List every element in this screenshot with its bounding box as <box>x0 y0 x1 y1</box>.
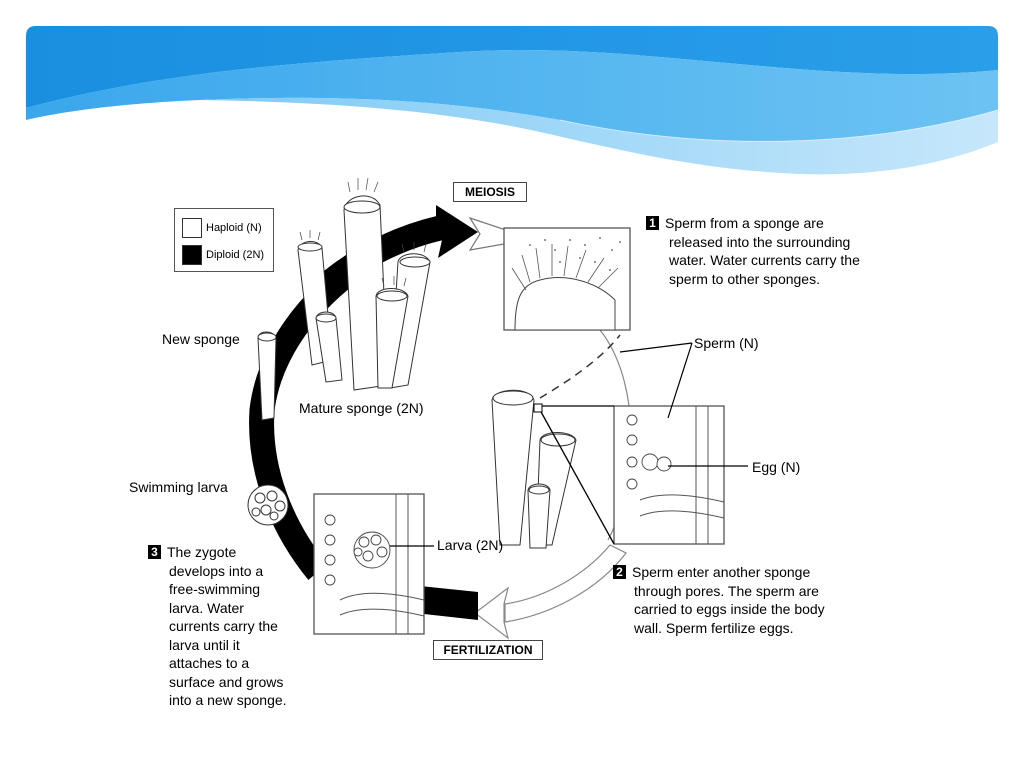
body-wall-inset <box>613 405 725 545</box>
step-3-line: into a new sponge. <box>169 692 287 708</box>
diploid-bottom-band <box>420 586 478 620</box>
diploid-swatch <box>182 245 202 265</box>
step-1-line: water. Water currents carry the <box>669 252 860 268</box>
legend-diploid: Diploid (2N) <box>182 245 264 265</box>
sperm-path-dashed <box>539 334 621 399</box>
step-3-line: The zygote <box>167 544 237 560</box>
swimming-larva-label: Swimming larva <box>129 479 228 495</box>
mature-sponge-label: Mature sponge (2N) <box>299 400 424 416</box>
step-3-line: surface and grows <box>169 673 284 690</box>
banner-mid-wave <box>26 50 998 142</box>
sperm-pointer-lines <box>619 342 693 419</box>
haploid-swatch <box>182 218 202 238</box>
fertilization-white-arrowhead <box>474 586 509 640</box>
diploid-top-arc <box>322 215 443 292</box>
step-3-line: currents carry the <box>169 618 278 634</box>
step-2-line: Sperm enter another sponge <box>632 564 811 580</box>
step-3-number: 3 <box>148 545 161 559</box>
step-3-line: attaches to a <box>169 655 250 671</box>
meiosis-arrowhead <box>436 205 478 258</box>
step-3-line: larva until it <box>169 636 240 653</box>
larva-label: Larva (2N) <box>437 537 504 553</box>
step-1-description: 1 Sperm from a sponge are released into t… <box>646 214 860 288</box>
step-2-line: wall. Sperm fertilize eggs. <box>634 619 794 636</box>
swimming-larva-illustration <box>247 484 289 526</box>
meiosis-label: MEIOSIS <box>453 182 527 202</box>
haploid-label: Haploid (N) <box>206 221 262 234</box>
step-1-line: Sperm from a sponge are <box>665 215 824 231</box>
banner-deep-band <box>26 26 998 108</box>
step-3-line: free-swimming <box>169 581 261 597</box>
step-1-number: 1 <box>646 216 659 230</box>
step-2-line: carried to eggs inside the body <box>634 601 825 617</box>
zoom-line-bottom <box>539 409 615 545</box>
step-3-description: 3 The zygote develops into a free-swimmin… <box>148 543 287 710</box>
egg-label: Egg (N) <box>752 459 801 475</box>
sperm-release-inset <box>503 227 631 331</box>
new-sponge-label: New sponge <box>162 331 240 347</box>
step-3-line: larva. Water <box>169 599 244 616</box>
step-3-line: develops into a <box>169 562 264 579</box>
step-1-line: released into the surrounding <box>669 233 851 250</box>
mature-sponge-illustration <box>297 177 431 391</box>
meiosis-white-arrow <box>468 216 507 251</box>
zoom-source-box <box>533 403 543 413</box>
step-1-line: sperm to other sponges. <box>669 270 820 287</box>
haploid-arc-bottom <box>504 544 627 623</box>
new-sponge-illustration <box>257 331 277 421</box>
larva-inset <box>313 493 425 635</box>
ploidy-legend: Haploid (N) Diploid (2N) <box>174 208 274 272</box>
fertilization-label: FERTILIZATION <box>433 640 543 660</box>
step-2-line: through pores. The sperm are <box>634 582 819 599</box>
step-2-number: 2 <box>613 565 626 579</box>
legend-haploid: Haploid (N) <box>182 218 262 238</box>
banner-light-wave <box>200 97 998 175</box>
diploid-label: Diploid (2N) <box>206 248 265 261</box>
step-2-description: 2 Sperm enter another sponge through pore… <box>613 563 825 637</box>
banner-highlight-line <box>559 109 999 142</box>
header-banner <box>26 26 999 175</box>
sperm-label: Sperm (N) <box>694 335 759 351</box>
receiving-sponge-illustration <box>491 389 577 549</box>
